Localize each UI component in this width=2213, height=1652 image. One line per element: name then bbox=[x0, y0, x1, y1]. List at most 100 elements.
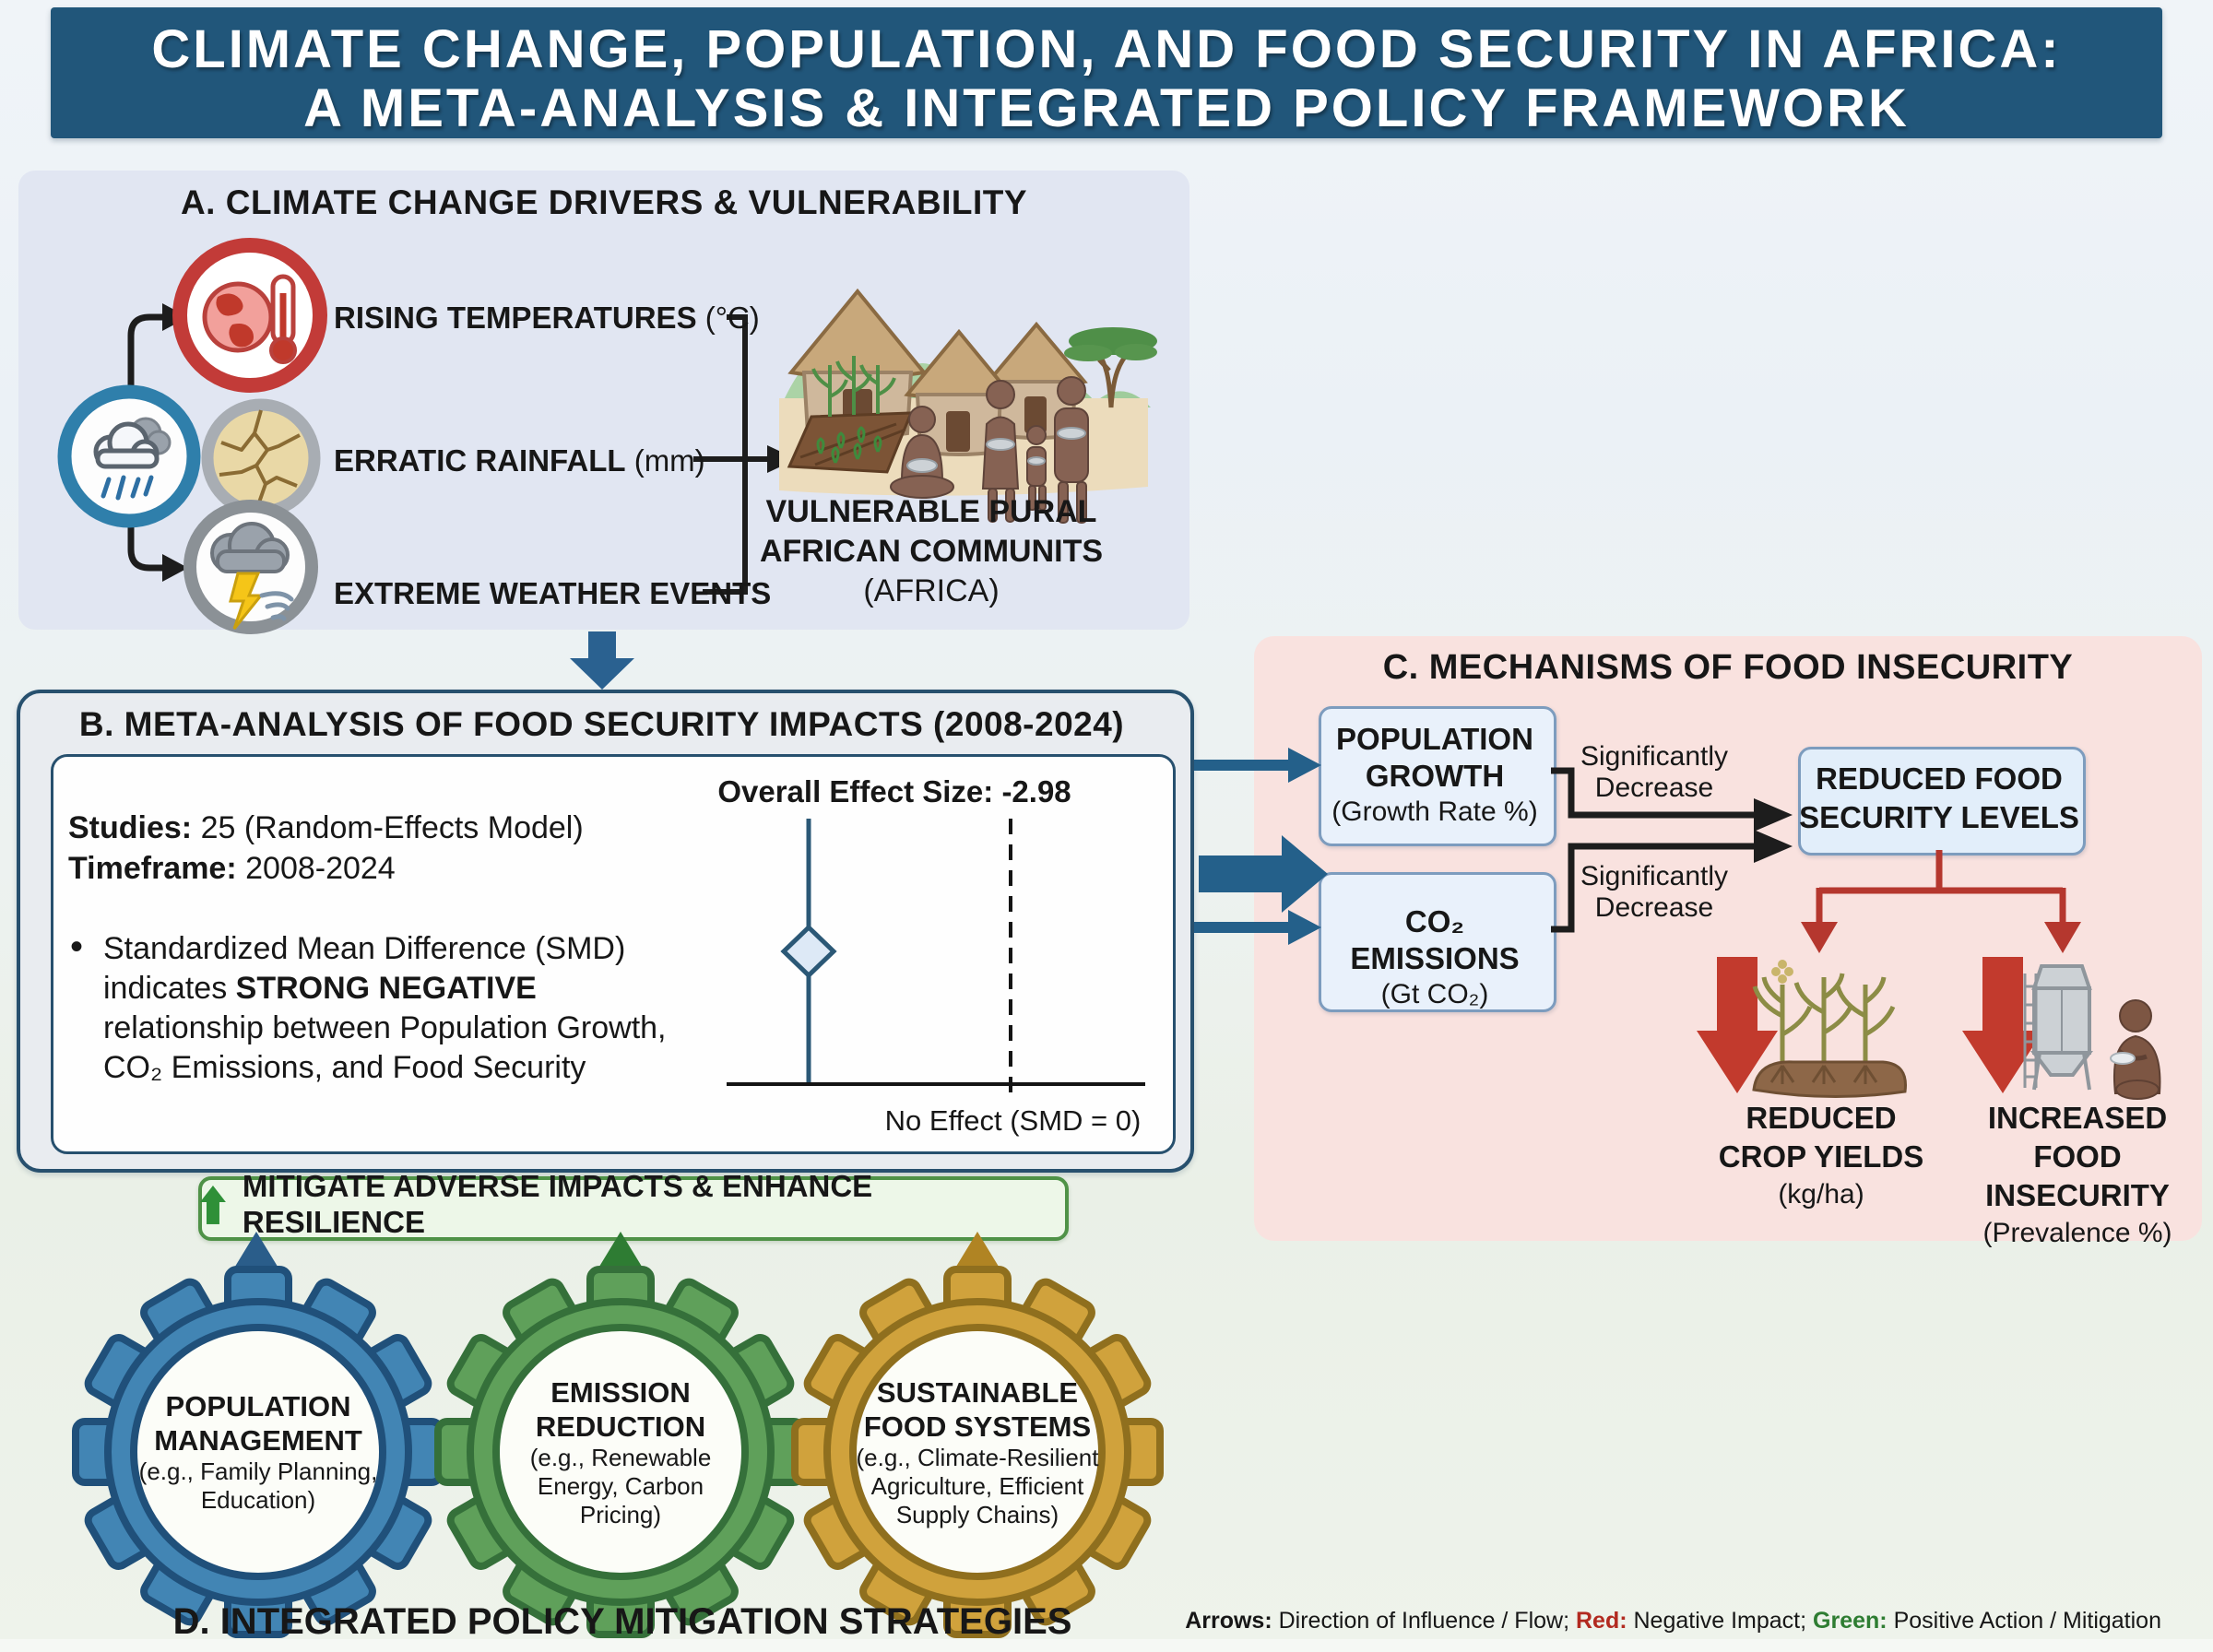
family-figures bbox=[890, 376, 1089, 524]
bullet-line: Standardized Mean Difference (SMD) bbox=[103, 931, 626, 966]
section-a-title: A. CLIMATE CHANGE DRIVERS & VULNERABILIT… bbox=[180, 183, 1028, 221]
significantly-decrease-label-2: Significantly Decrease bbox=[1562, 861, 1746, 924]
studies-value: 25 (Random-Effects Model) bbox=[200, 810, 584, 845]
gear-title-line: FOOD SYSTEMS bbox=[863, 1410, 1092, 1443]
bottom-strip bbox=[0, 1639, 2213, 1652]
tornado-icon bbox=[259, 591, 294, 621]
overall-effect-label: Overall Effect Size: -2.98 bbox=[717, 774, 1071, 808]
legend-green-label: Green: bbox=[1813, 1608, 1888, 1634]
driver-label-text: EXTREME WEATHER EVENTS bbox=[334, 576, 772, 610]
section-c-title: C. MECHANISMS OF FOOD INSECURITY bbox=[1382, 648, 2074, 687]
decrease-line: Decrease bbox=[1594, 773, 1714, 803]
caption-line: VULNERABLE PURAL bbox=[765, 494, 1097, 529]
cracked-earth-icon bbox=[201, 398, 321, 518]
gear-title-line: REDUCTION bbox=[535, 1410, 706, 1443]
village-illustration bbox=[779, 288, 1157, 524]
flow-arrow-icon bbox=[1194, 748, 1328, 945]
impact-line: REDUCED bbox=[1746, 1101, 1897, 1135]
legend-red-text: Negative Impact; bbox=[1627, 1608, 1814, 1634]
decrease-line: Significantly bbox=[1580, 861, 1729, 891]
driver-link-arrows bbox=[127, 313, 162, 572]
silo-icon bbox=[2023, 964, 2093, 1091]
rain-cloud-icon bbox=[57, 384, 201, 528]
reduced-food-security-text: REDUCED FOOD SECURITY LEVELS bbox=[1798, 760, 2080, 837]
mitigation-banner-text: MITIGATE ADVERSE IMPACTS & ENHANCE RESIL… bbox=[242, 1169, 873, 1239]
caption-line: (AFRICA) bbox=[863, 573, 1000, 608]
co2-emissions-text: CO₂ EMISSIONS (Gt CO₂) bbox=[1319, 903, 1551, 1012]
gear-emission-reduction: EMISSION REDUCTION (e.g., Renewable Ener… bbox=[484, 1327, 757, 1577]
main-title-line2: A META-ANALYSIS & INTEGRATED POLICY FRAM… bbox=[303, 78, 1910, 138]
driver-unit: (mm) bbox=[633, 443, 705, 478]
bullet-line: indicates STRONG NEGATIVE bbox=[103, 971, 537, 1006]
impact-unit: (Prevalence %) bbox=[1982, 1218, 2172, 1248]
studies-line: Studies: 25 (Random-Effects Model) bbox=[68, 809, 584, 846]
timeframe-label: Timeframe: bbox=[68, 851, 237, 886]
gear-sub-line: Education) bbox=[200, 1486, 316, 1514]
timeframe-line: Timeframe: 2008-2024 bbox=[68, 850, 396, 887]
legend-green-text: Positive Action / Mitigation bbox=[1887, 1608, 2161, 1634]
driver-label-erratic-rainfall: ERRATIC RAINFALL (mm) bbox=[334, 443, 705, 479]
gear-title-line: MANAGEMENT bbox=[154, 1424, 362, 1457]
down-arrow-icon bbox=[570, 631, 634, 690]
legend-arrows-label: Arrows: bbox=[1185, 1608, 1272, 1634]
lightning-icon bbox=[229, 572, 265, 630]
gear-icon bbox=[76, 1269, 441, 1634]
community-caption: VULNERABLE PURAL AFRICAN COMMUNITS (AFRI… bbox=[738, 492, 1125, 611]
garden-plot-icon bbox=[787, 356, 914, 474]
gear-sub-line: Supply Chains) bbox=[895, 1500, 1059, 1528]
red-down-arrow-icon bbox=[1962, 957, 2043, 1093]
baby-icon bbox=[2113, 999, 2161, 1100]
gear-sub-line: Agriculture, Efficient bbox=[870, 1471, 1084, 1500]
impact-line: FOOD INSECURITY bbox=[1985, 1139, 2170, 1212]
gear-title-line: EMISSION bbox=[550, 1375, 691, 1409]
box-line: GROWTH bbox=[1365, 759, 1505, 793]
mechanism-connectors bbox=[1551, 767, 1754, 933]
driver-bracket bbox=[693, 314, 767, 595]
driver-unit: (°C) bbox=[704, 301, 760, 335]
gear-title-line: SUSTAINABLE bbox=[876, 1375, 1079, 1409]
crops-icon bbox=[1752, 960, 1907, 1099]
decrease-line: Decrease bbox=[1594, 892, 1714, 923]
impact-unit: (kg/ha) bbox=[1778, 1179, 1864, 1210]
storm-cloud-icon bbox=[183, 500, 318, 634]
population-growth-box bbox=[1319, 706, 1556, 846]
no-effect-label: No Effect (SMD = 0) bbox=[884, 1104, 1142, 1137]
gear-sub-line: Pricing) bbox=[579, 1500, 662, 1528]
significantly-decrease-label-1: Significantly Decrease bbox=[1562, 741, 1746, 804]
impact-line: INCREASED bbox=[1987, 1101, 2168, 1135]
smd-bullet: Standardized Mean Difference (SMD) indic… bbox=[68, 927, 712, 1088]
gear-icon bbox=[795, 1269, 1160, 1634]
box-sub: (Gt CO₂) bbox=[1380, 979, 1489, 1009]
section-b-title: B. META-ANALYSIS OF FOOD SECURITY IMPACT… bbox=[78, 705, 1125, 743]
green-up-arrow-icon bbox=[199, 1186, 226, 1224]
gear-icon bbox=[438, 1269, 803, 1634]
main-title-line1: CLIMATE CHANGE, POPULATION, AND FOOD SEC… bbox=[151, 19, 2062, 79]
co2-emissions-box bbox=[1319, 872, 1556, 1012]
driver-label-extreme-weather: EXTREME WEATHER EVENTS bbox=[334, 576, 771, 612]
driver-label-text: RISING TEMPERATURES bbox=[334, 301, 697, 335]
box-line: CO₂ EMISSIONS bbox=[1350, 904, 1520, 975]
bullet-line: CO₂ Emissions, and Food Security bbox=[103, 1050, 586, 1085]
gear-sub-line: (e.g., Family Planning, bbox=[138, 1457, 378, 1485]
impact-line: CROP YIELDS bbox=[1718, 1139, 1924, 1174]
population-growth-text: POPULATION GROWTH (Growth Rate %) bbox=[1319, 721, 1551, 830]
box-line: SECURITY LEVELS bbox=[1799, 800, 2079, 834]
box-sub: (Growth Rate %) bbox=[1331, 796, 1538, 827]
box-line: REDUCED FOOD bbox=[1816, 761, 2063, 796]
header-banner bbox=[51, 7, 2162, 138]
food-bowl-icon bbox=[906, 427, 1086, 473]
legend-arrows-text: Direction of Influence / Flow; bbox=[1272, 1608, 1576, 1634]
gear-sub-line: Energy, Carbon bbox=[537, 1471, 704, 1500]
caption-line: AFRICAN COMMUNITS bbox=[759, 534, 1104, 569]
decrease-line: Significantly bbox=[1580, 741, 1729, 772]
gear-sub-line: (e.g., Climate-Resilient bbox=[856, 1443, 1099, 1471]
mitigation-banner bbox=[198, 1176, 1069, 1241]
gear-sub-line: (e.g., Renewable bbox=[529, 1443, 712, 1471]
baby-bowl-icon bbox=[2110, 1052, 2136, 1065]
globe-thermometer-icon bbox=[172, 238, 327, 393]
gear-title-line: POPULATION bbox=[165, 1390, 351, 1422]
timeframe-value: 2008-2024 bbox=[245, 851, 396, 886]
studies-label: Studies: bbox=[68, 810, 193, 845]
